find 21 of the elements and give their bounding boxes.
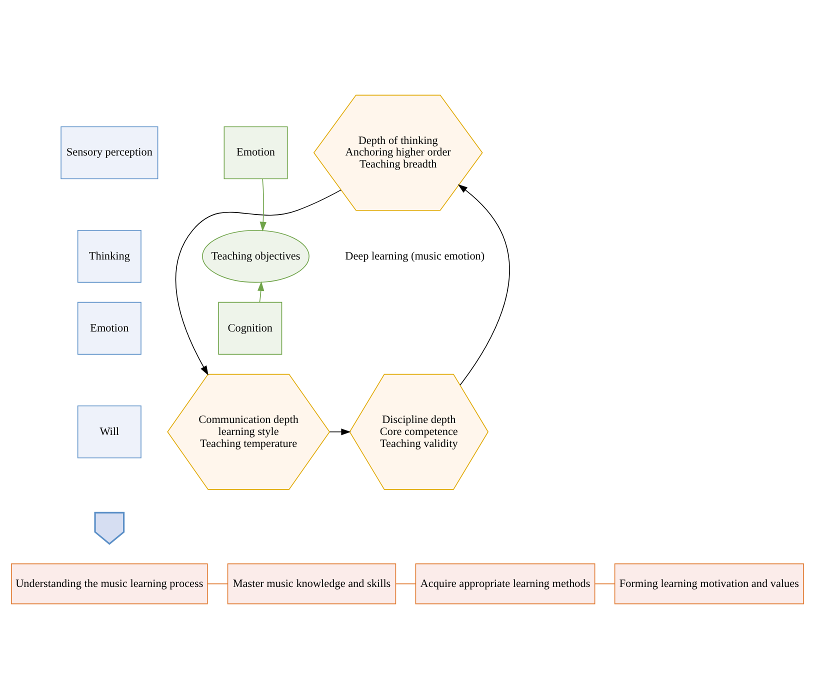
- node-box: Emotion: [224, 126, 288, 180]
- node-box: Sensory perception: [60, 126, 158, 180]
- node-box: Forming learning motivation and values: [614, 563, 804, 604]
- node-box: Master music knowledge and skills: [227, 563, 396, 604]
- arrow: [329, 428, 351, 436]
- node-box: Acquire appropriate learning methods: [415, 563, 596, 604]
- node-box: Emotion: [77, 302, 142, 355]
- arrow: [458, 184, 510, 386]
- connector: [207, 583, 228, 584]
- arrow: [175, 190, 342, 376]
- arrow: [260, 178, 266, 232]
- node-box: Understanding the music learning process: [11, 563, 208, 604]
- label: Deep learning (music emotion): [345, 250, 485, 262]
- node-ellipse: Teaching objectives: [202, 230, 310, 283]
- connector: [396, 583, 416, 584]
- node-arrow: [94, 512, 125, 545]
- connector: [594, 583, 616, 584]
- node-box: Will: [77, 405, 142, 458]
- node-box: Thinking: [77, 230, 142, 283]
- arrow: [258, 281, 264, 303]
- node-box: Cognition: [218, 302, 282, 355]
